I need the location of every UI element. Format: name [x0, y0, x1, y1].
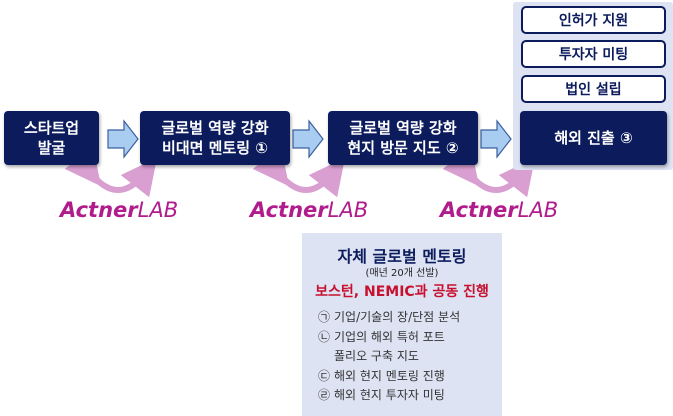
step-startup-discovery: 스타트업 발굴 — [4, 111, 99, 165]
mentoring-box: 자체 글로벌 멘토링 (매년 20개 선발) 보스턴, NEMIC과 공동 진행… — [302, 233, 502, 416]
item-text: 해외 현지 멘토링 진행 — [334, 369, 445, 383]
step-label-line1: 글로벌 역량 강화 — [349, 119, 457, 137]
mentoring-highlight: 보스턴, NEMIC과 공동 진행 — [315, 284, 489, 300]
brand-actnerlab-3: ActnerLAB — [440, 198, 558, 222]
overseas-item-incorporation: 법인 설립 — [521, 75, 666, 103]
brand-actnerlab-2: ActnerLAB — [250, 198, 368, 222]
overseas-item-licensing: 인허가 지원 — [521, 6, 666, 34]
step-label-line2: 비대면 멘토링 ① — [162, 139, 268, 157]
cycle-arrow-1 — [64, 146, 158, 198]
item-text-continued: 폴리오 구축 지도 — [334, 349, 419, 363]
brand-bold: Actner — [60, 198, 138, 222]
mentoring-title: 자체 글로벌 멘토링 — [337, 247, 467, 266]
brand-light: LAB — [327, 198, 369, 222]
step-label-line1: 스타트업 — [23, 119, 80, 137]
final-step-label: 해외 진출 ③ — [554, 129, 633, 147]
step-label-line2: 발굴 — [37, 139, 66, 157]
item-number: ㉡ — [318, 330, 331, 344]
brand-bold: Actner — [250, 198, 328, 222]
step-onsite-visit: 글로벌 역량 강화 현지 방문 지도 ② — [328, 111, 478, 165]
brand-actnerlab-1: ActnerLAB — [60, 198, 178, 222]
item-text: 해외 현지 투자자 미팅 — [334, 388, 445, 402]
step-remote-mentoring: 글로벌 역량 강화 비대면 멘토링 ① — [140, 111, 290, 165]
brand-bold: Actner — [440, 198, 518, 222]
flow-arrow-2 — [292, 119, 324, 159]
brand-light: LAB — [137, 198, 179, 222]
flow-arrow-3 — [480, 119, 512, 159]
cycle-arrow-2 — [252, 146, 346, 198]
step-label-line2: 현지 방문 지도 ② — [347, 139, 459, 157]
item-number: ㉢ — [318, 369, 331, 383]
item-number: ㉣ — [318, 388, 331, 402]
step-label-line1: 글로벌 역량 강화 — [161, 119, 269, 137]
flow-arrow-1 — [107, 119, 139, 159]
step-overseas-expansion: 해외 진출 ③ — [520, 111, 667, 165]
item-number: ㉠ — [318, 310, 331, 324]
mentoring-item-continued: 폴리오 구축 지도 — [334, 348, 419, 364]
item-text: 기업/기술의 장/단점 분석 — [334, 310, 461, 324]
cycle-arrow-3 — [442, 146, 536, 198]
item-text: 기업의 해외 특허 포트 — [334, 330, 445, 344]
mentoring-subtitle: (매년 20개 선발) — [365, 268, 439, 279]
brand-light: LAB — [517, 198, 559, 222]
overseas-item-investor-meeting: 투자자 미팅 — [521, 40, 666, 68]
